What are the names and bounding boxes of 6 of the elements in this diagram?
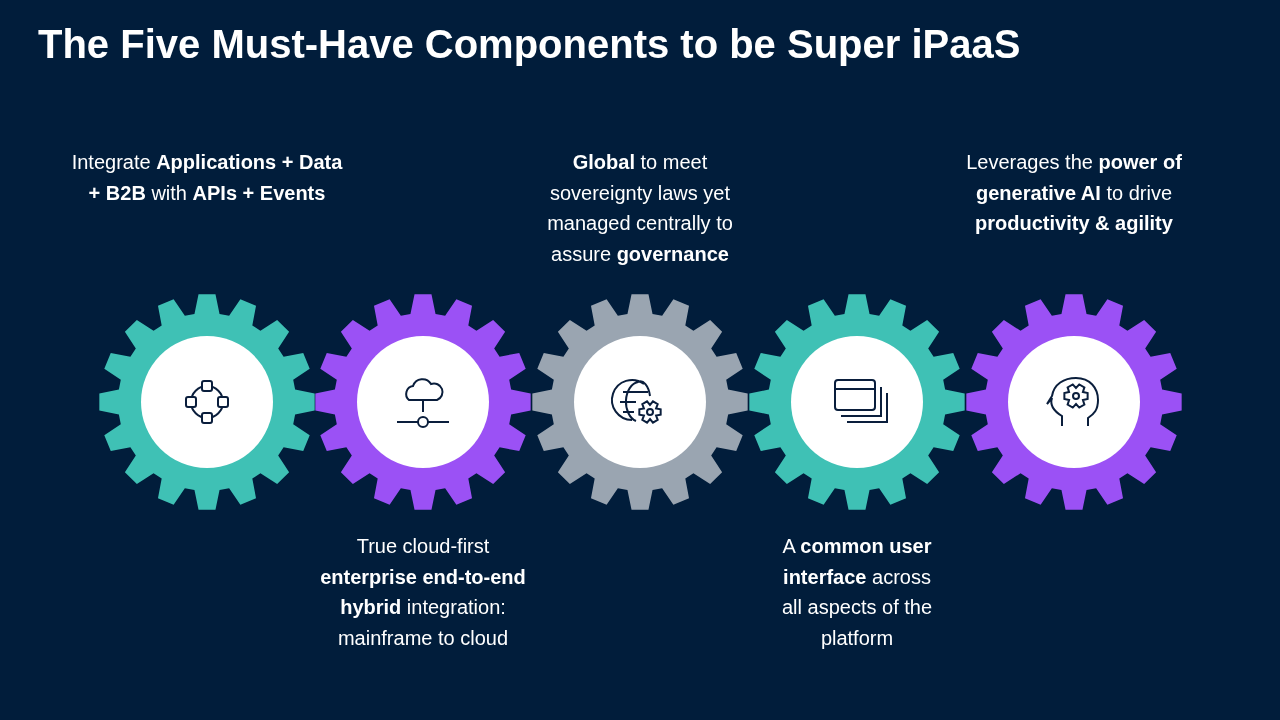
description-text: Global to meet sovereignty laws yet managed centrally to assure governance (546, 150, 734, 267)
slide-title: The Five Must-Have Components to be Super iPaaS (38, 22, 1021, 67)
description-text: True cloud-first enterprise end-to-end hybrid integration: mainframe to cloud (319, 534, 527, 651)
description-text: A common user interface across all aspects of the platform (780, 534, 934, 651)
description-text: Integrate Applications + Data + B2B with APIs + Events (70, 150, 344, 206)
description-text: Leverages the power of generative AI to drive productivity & agility (965, 150, 1183, 236)
